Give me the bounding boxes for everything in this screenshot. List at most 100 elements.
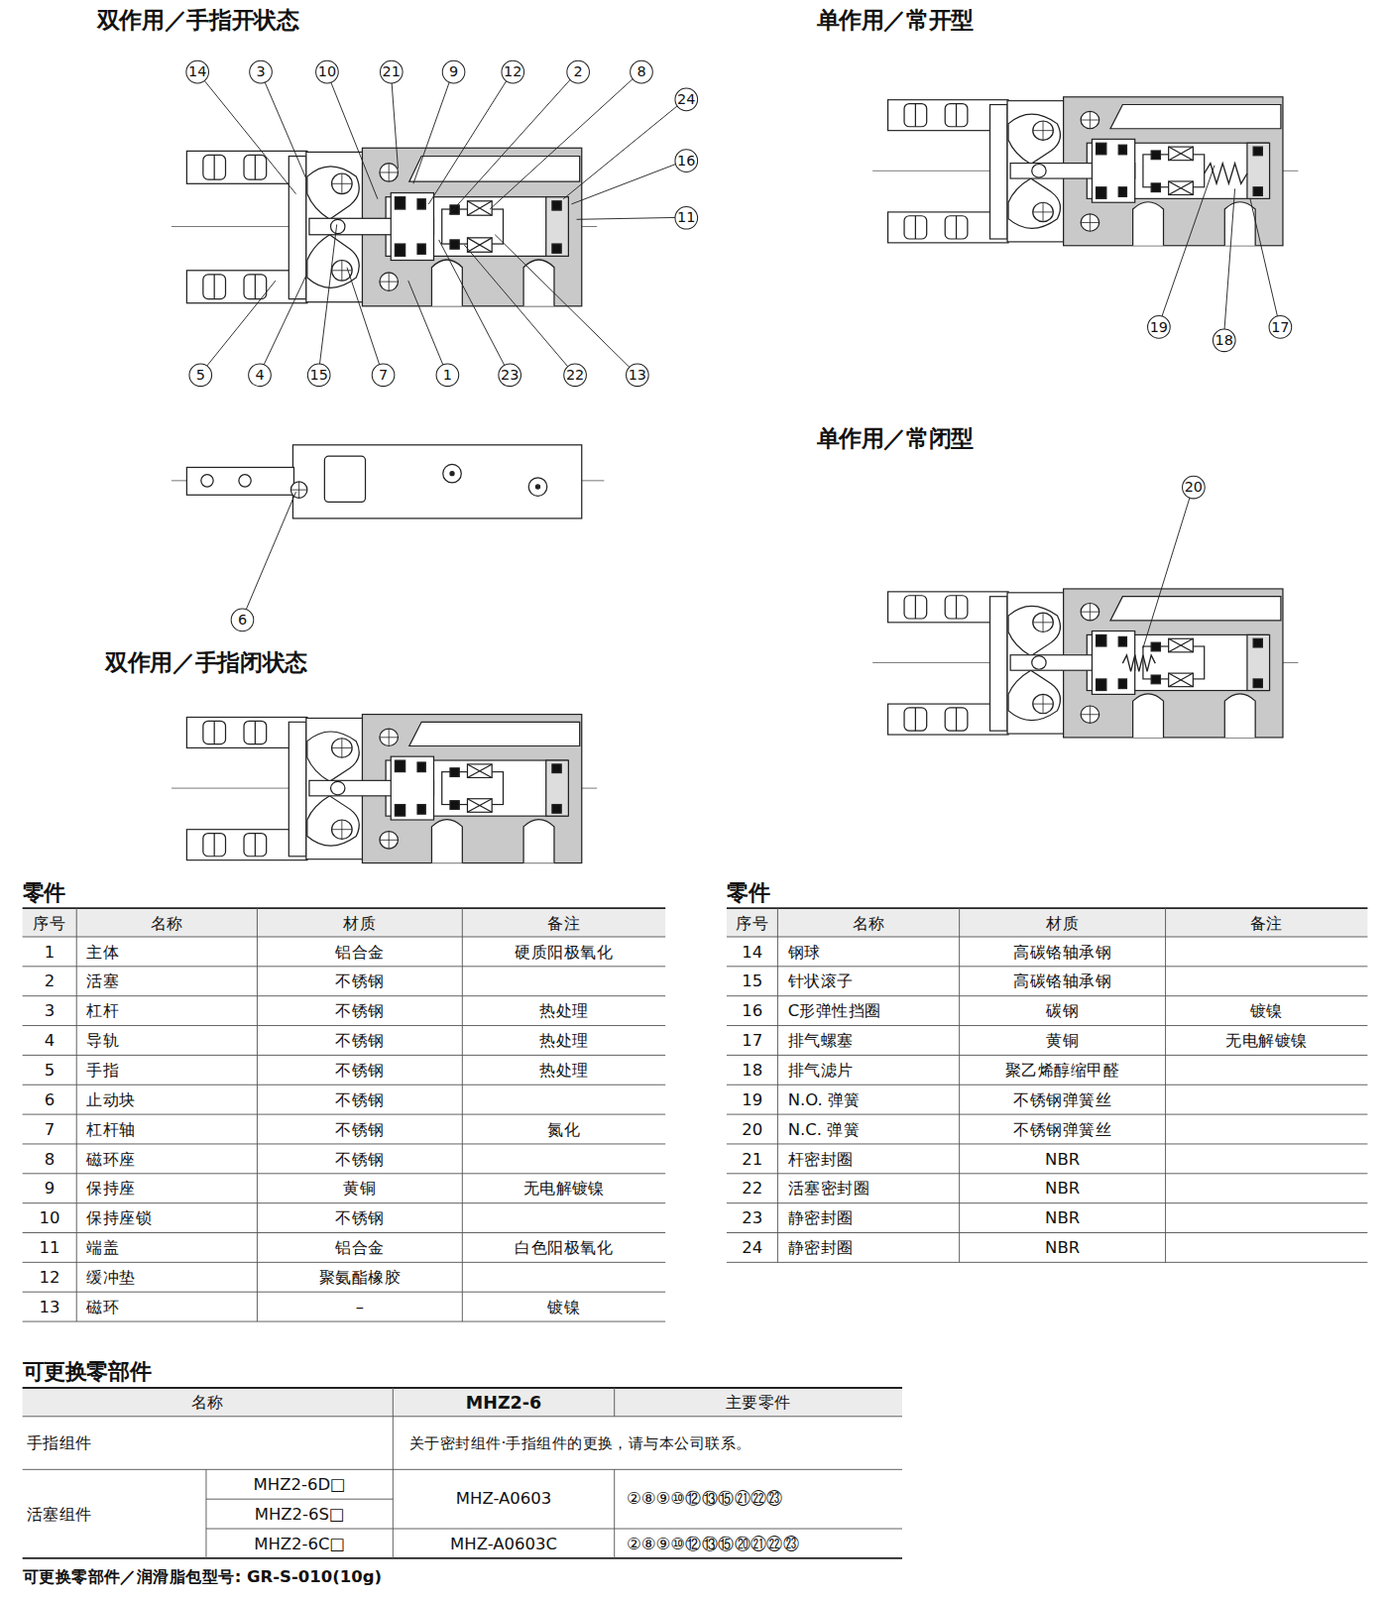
table-cell: 保持座: [76, 1173, 257, 1204]
table-cell: 5: [22, 1054, 78, 1085]
table-cell: 铝合金: [256, 936, 463, 967]
callout-number: 19: [1147, 315, 1171, 340]
table-cell: 关于密封组件·手指组件的更换，请与本公司联系。: [392, 1416, 903, 1471]
table-cell: 热处理: [462, 1026, 666, 1056]
callout-number: 3: [248, 60, 273, 85]
table-cell: 2: [22, 966, 78, 997]
table-cell: 静密封圈: [777, 1203, 959, 1234]
table-cell: ②⑧⑨⑩⑫⑬⑮⑳㉑㉒㉓: [614, 1528, 903, 1559]
table-cell: 硬质阳极氧化: [462, 936, 666, 967]
callout-number: 10: [315, 60, 340, 85]
table-cell: 磁环座: [76, 1144, 257, 1174]
table-cell: 不锈钢: [256, 1054, 463, 1085]
table-cell: 15: [726, 966, 778, 997]
table-cell: 氮化: [462, 1114, 666, 1145]
table-cell: MHZ2-6D□: [206, 1469, 393, 1500]
table-cell: –: [256, 1291, 463, 1322]
table-cell: 端盖: [76, 1233, 257, 1264]
table-cell: 镀镍: [462, 1291, 666, 1322]
callout-number: 5: [188, 362, 213, 387]
callout-number: 4: [247, 362, 272, 387]
table-cell: 不锈钢: [256, 1144, 463, 1174]
table-title: 零件: [22, 879, 146, 909]
table-title: 零件: [726, 879, 850, 909]
table-cell: 主体: [76, 936, 257, 967]
callout-number: 1: [436, 362, 461, 387]
table-header: 备注: [1165, 909, 1369, 937]
table-header: 名称: [76, 909, 257, 937]
table-cell: 导轨: [76, 1026, 257, 1056]
table-cell: 4: [22, 1026, 78, 1056]
table-cell: ②⑧⑨⑩⑫⑬⑮㉑㉒㉓: [614, 1469, 903, 1529]
table-cell: MHZ-A0603: [392, 1469, 614, 1529]
table-cell: 排气螺塞: [777, 1026, 959, 1056]
table-header: 主要零件: [614, 1388, 903, 1417]
table-cell: 不锈钢弹簧丝: [959, 1114, 1166, 1145]
footnote: 可更换零部件／润滑脂包型号: GR-S-010(10g): [22, 1563, 656, 1591]
table-cell: 杠杆轴: [76, 1114, 257, 1145]
table-cell: 18: [726, 1054, 778, 1085]
table-cell: N.O. 弹簧: [777, 1084, 959, 1115]
table-cell: 9: [22, 1173, 78, 1204]
table-cell: 铝合金: [256, 1233, 463, 1264]
table-cell: 止动块: [76, 1084, 257, 1115]
table-cell: 16: [726, 996, 778, 1027]
view-heading: 单作用／常闭型: [816, 422, 1144, 456]
table-cell: NBR: [959, 1203, 1166, 1234]
callout-number: 22: [563, 362, 587, 387]
callout-number: 18: [1212, 328, 1237, 352]
table-cell: NBR: [959, 1144, 1166, 1174]
table-cell: 钢球: [777, 936, 959, 967]
callout-number: 7: [371, 362, 396, 387]
table-header: 材质: [959, 909, 1166, 937]
callout-number: 15: [307, 362, 332, 387]
table-cell: 1: [22, 936, 78, 967]
table-header: 序号: [22, 909, 78, 937]
table-cell: 静密封圈: [777, 1233, 959, 1264]
table-cell: 碳钢: [959, 996, 1166, 1027]
callout-number: 17: [1269, 315, 1293, 340]
table-header: 备注: [462, 909, 666, 937]
table-cell: 手指: [76, 1054, 257, 1085]
table-cell: 磁环: [76, 1291, 257, 1322]
table-cell: 白色阳极氧化: [462, 1233, 666, 1264]
table-cell: 活塞: [76, 966, 257, 997]
table-cell: MHZ2-6S□: [206, 1499, 393, 1529]
table-cell: 聚乙烯醇缩甲醛: [959, 1054, 1166, 1085]
table-cell: 活塞密封圈: [777, 1173, 959, 1204]
table-cell: 黄铜: [959, 1026, 1166, 1056]
callout-number: 9: [442, 60, 466, 85]
table-cell: 针状滚子: [777, 966, 959, 997]
callout-number: 20: [1181, 475, 1206, 500]
table-cell: 24: [726, 1233, 778, 1264]
table-cell: 不锈钢: [256, 1114, 463, 1145]
callout-number: 24: [674, 88, 698, 113]
table-cell: 无电解镀镍: [1165, 1026, 1369, 1056]
callout-number: 11: [674, 206, 698, 231]
table-header: 材质: [256, 909, 463, 937]
table-cell: 排气滤片: [777, 1054, 959, 1085]
table-cell: 21: [726, 1144, 778, 1174]
table-header: 序号: [726, 909, 778, 937]
table-cell: 黄铜: [256, 1173, 463, 1204]
table-cell: 不锈钢: [256, 1026, 463, 1056]
table-cell: 14: [726, 936, 778, 967]
table-cell: 19: [726, 1084, 778, 1115]
table-cell: 不锈钢: [256, 1203, 463, 1234]
table-cell: 13: [22, 1291, 78, 1322]
table-cell: N.C. 弹簧: [777, 1114, 959, 1145]
table-cell: 热处理: [462, 1054, 666, 1085]
table-cell: 7: [22, 1114, 78, 1145]
table-cell: 10: [22, 1203, 78, 1234]
table-cell: 高碳铬轴承钢: [959, 936, 1166, 967]
table-cell: MHZ2-6C□: [206, 1528, 393, 1559]
table-cell: 无电解镀镍: [462, 1173, 666, 1204]
view-heading: 单作用／常开型: [816, 3, 1144, 37]
view-heading: 双作用／手指闭状态: [105, 647, 432, 681]
table-cell: 6: [22, 1084, 78, 1115]
table-cell: 22: [726, 1173, 778, 1204]
table-cell: NBR: [959, 1173, 1166, 1204]
table-cell: 17: [726, 1026, 778, 1056]
table-title: 可更换零部件: [22, 1358, 228, 1388]
